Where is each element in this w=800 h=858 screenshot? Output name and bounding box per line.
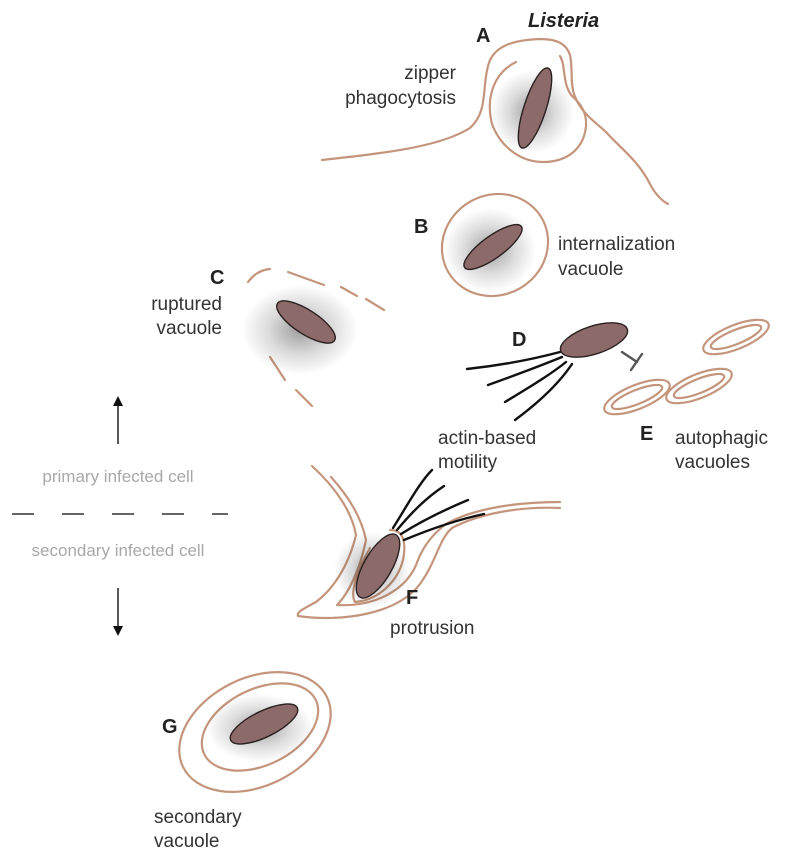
stage-d-actin-filament bbox=[465, 350, 562, 371]
stage-c-membrane-fragment bbox=[339, 285, 359, 298]
stage-b-vacuole-membrane bbox=[440, 192, 550, 298]
stage-d-inhibition-line bbox=[620, 350, 639, 364]
stage-d-actin-filament bbox=[513, 362, 574, 422]
stage-d-actin-filament bbox=[486, 355, 564, 387]
stage-f-bacterium bbox=[355, 533, 401, 599]
stage-c-letter: C bbox=[210, 267, 224, 289]
secondary-cell-label: secondary infected cell bbox=[32, 541, 205, 560]
stage-g-secondary-vacuole: G secondary vacuole bbox=[154, 671, 332, 852]
stage-a-label-line1: zipper bbox=[404, 63, 456, 84]
stage-g-outer-membrane bbox=[178, 671, 332, 793]
stage-g-label-line2: vacuole bbox=[154, 831, 220, 852]
stage-e-letter: E bbox=[640, 423, 653, 445]
stage-d-bacterium bbox=[559, 322, 629, 358]
stage-a-outer-membrane bbox=[320, 37, 670, 206]
stage-b-letter: B bbox=[414, 216, 428, 238]
stage-f-actin-filament bbox=[395, 484, 446, 532]
stage-d-label-line2: motility bbox=[438, 452, 498, 473]
stage-e-label-line2: vacuoles bbox=[675, 452, 750, 473]
stage-d-actin-filament bbox=[503, 360, 568, 404]
primary-cell-label: primary infected cell bbox=[42, 467, 193, 486]
stage-b-bacterium bbox=[463, 223, 523, 271]
stage-e-label-line1: autophagic bbox=[675, 428, 768, 449]
stage-c-label-line1: ruptured bbox=[151, 294, 222, 315]
stage-f-letter: F bbox=[406, 587, 418, 609]
stage-g-bacterium bbox=[229, 703, 299, 745]
cell-divider: primary infected cell secondary infected… bbox=[12, 396, 228, 636]
stage-d-inhibition-bar bbox=[629, 352, 644, 372]
stage-f-label-line1: protrusion bbox=[390, 618, 475, 639]
stage-f-actin-filament bbox=[391, 468, 434, 530]
stage-b-internalization-vacuole: B internalization vacuole bbox=[414, 192, 675, 298]
stage-e-vacuole bbox=[702, 318, 770, 356]
stage-d-actin-based-motility: D actin-based motility bbox=[438, 322, 644, 473]
stage-g-label-line1: secondary bbox=[154, 807, 242, 828]
stage-c-bacterium bbox=[276, 300, 336, 344]
stage-c-membrane-fragment bbox=[246, 267, 272, 284]
stage-c-label-line2: vacuole bbox=[157, 318, 223, 339]
stage-a-letter: A bbox=[476, 25, 490, 47]
stage-g-inner-membrane bbox=[200, 682, 320, 772]
stage-e-autophagic-vacuoles: E autophagic vacuoles bbox=[603, 318, 770, 473]
stage-a-bacterium bbox=[517, 67, 553, 149]
stage-b-label-line1: internalization bbox=[558, 234, 675, 255]
stage-f-outer-membrane bbox=[296, 464, 562, 620]
stage-f-actin-filament bbox=[399, 498, 470, 536]
stage-c-membrane-fragment bbox=[286, 270, 326, 287]
stage-e-vacuole bbox=[603, 378, 671, 416]
stage-c-membrane-fragment bbox=[294, 388, 314, 408]
diagram-title: Listeria bbox=[528, 10, 599, 32]
stage-e-vacuole bbox=[665, 367, 733, 405]
up-arrow-icon bbox=[113, 396, 123, 406]
stage-g-letter: G bbox=[162, 716, 178, 738]
stage-f-actin-filament bbox=[402, 512, 486, 542]
stage-a-zipper-phagocytosis: A zipper phagocytosis bbox=[320, 25, 670, 206]
down-arrow-icon bbox=[113, 626, 123, 636]
stage-f-protrusion: F protrusion bbox=[296, 464, 562, 639]
stage-c-ruptured-vacuole: C ruptured vacuole bbox=[151, 267, 386, 408]
stage-d-letter: D bbox=[512, 329, 526, 351]
stage-d-label-line1: actin-based bbox=[438, 428, 536, 449]
stage-c-membrane-fragment bbox=[364, 297, 386, 312]
stage-b-label-line2: vacuole bbox=[558, 259, 624, 280]
stage-a-label-line2: phagocytosis bbox=[345, 88, 456, 109]
